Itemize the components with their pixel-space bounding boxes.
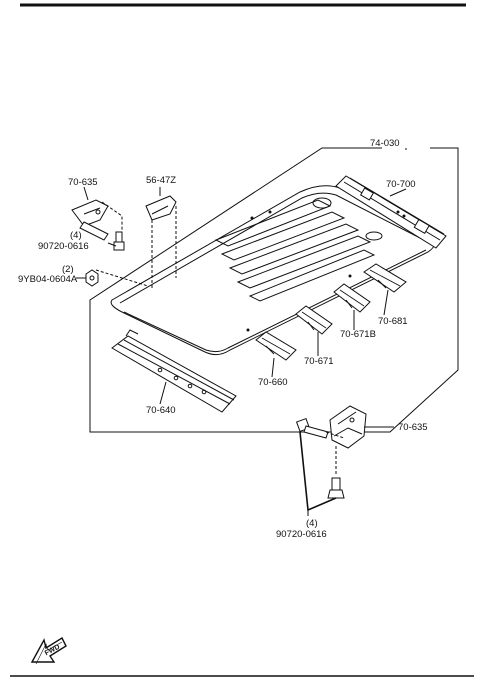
label-nut-qty: (2) <box>62 264 74 275</box>
rear-header-part <box>335 175 447 249</box>
label-nut: 9YB04-0604A <box>18 274 78 285</box>
front-header-part <box>111 329 237 413</box>
label-bracket-right: 70-635 <box>398 422 428 433</box>
assembly-outline <box>89 147 459 433</box>
roof-bow-660 <box>255 331 297 361</box>
bolt-right-lower-part <box>327 446 345 499</box>
label-bow-671: 70-671 <box>304 356 334 367</box>
bracket-left-part <box>71 199 109 241</box>
fwd-arrow-icon: FWD <box>30 636 67 665</box>
clip-part <box>145 188 177 290</box>
label-bolt-left: 90720-0616 <box>38 241 89 252</box>
roof-panel <box>110 185 435 356</box>
roof-bow-681 <box>363 263 407 293</box>
bolt-left-part <box>101 201 125 251</box>
label-bow-660: 70-660 <box>258 377 288 388</box>
label-bow-671b: 70-671B <box>340 329 376 340</box>
label-clip: 56-47Z <box>146 175 176 186</box>
roof-ribs <box>214 199 376 302</box>
label-front-header: 70-640 <box>146 405 176 416</box>
bracket-right-part <box>329 405 367 449</box>
label-bolt-right: 90720-0616 <box>276 529 327 540</box>
label-roof-assy: 74-030 <box>370 138 400 149</box>
label-bracket-left: 70-635 <box>68 177 98 188</box>
nut-part <box>85 269 149 287</box>
label-bolt-right-qty: (4) <box>306 518 318 529</box>
label-bolt-left-qty: (4) <box>70 230 82 241</box>
bolt-right-upper-part <box>295 417 345 439</box>
roof-bow-671b <box>333 283 371 313</box>
leader-lines <box>76 148 407 516</box>
label-bow-681: 70-681 <box>378 316 408 327</box>
label-rear-header: 70-700 <box>386 179 416 190</box>
roof-bow-671 <box>295 305 333 335</box>
